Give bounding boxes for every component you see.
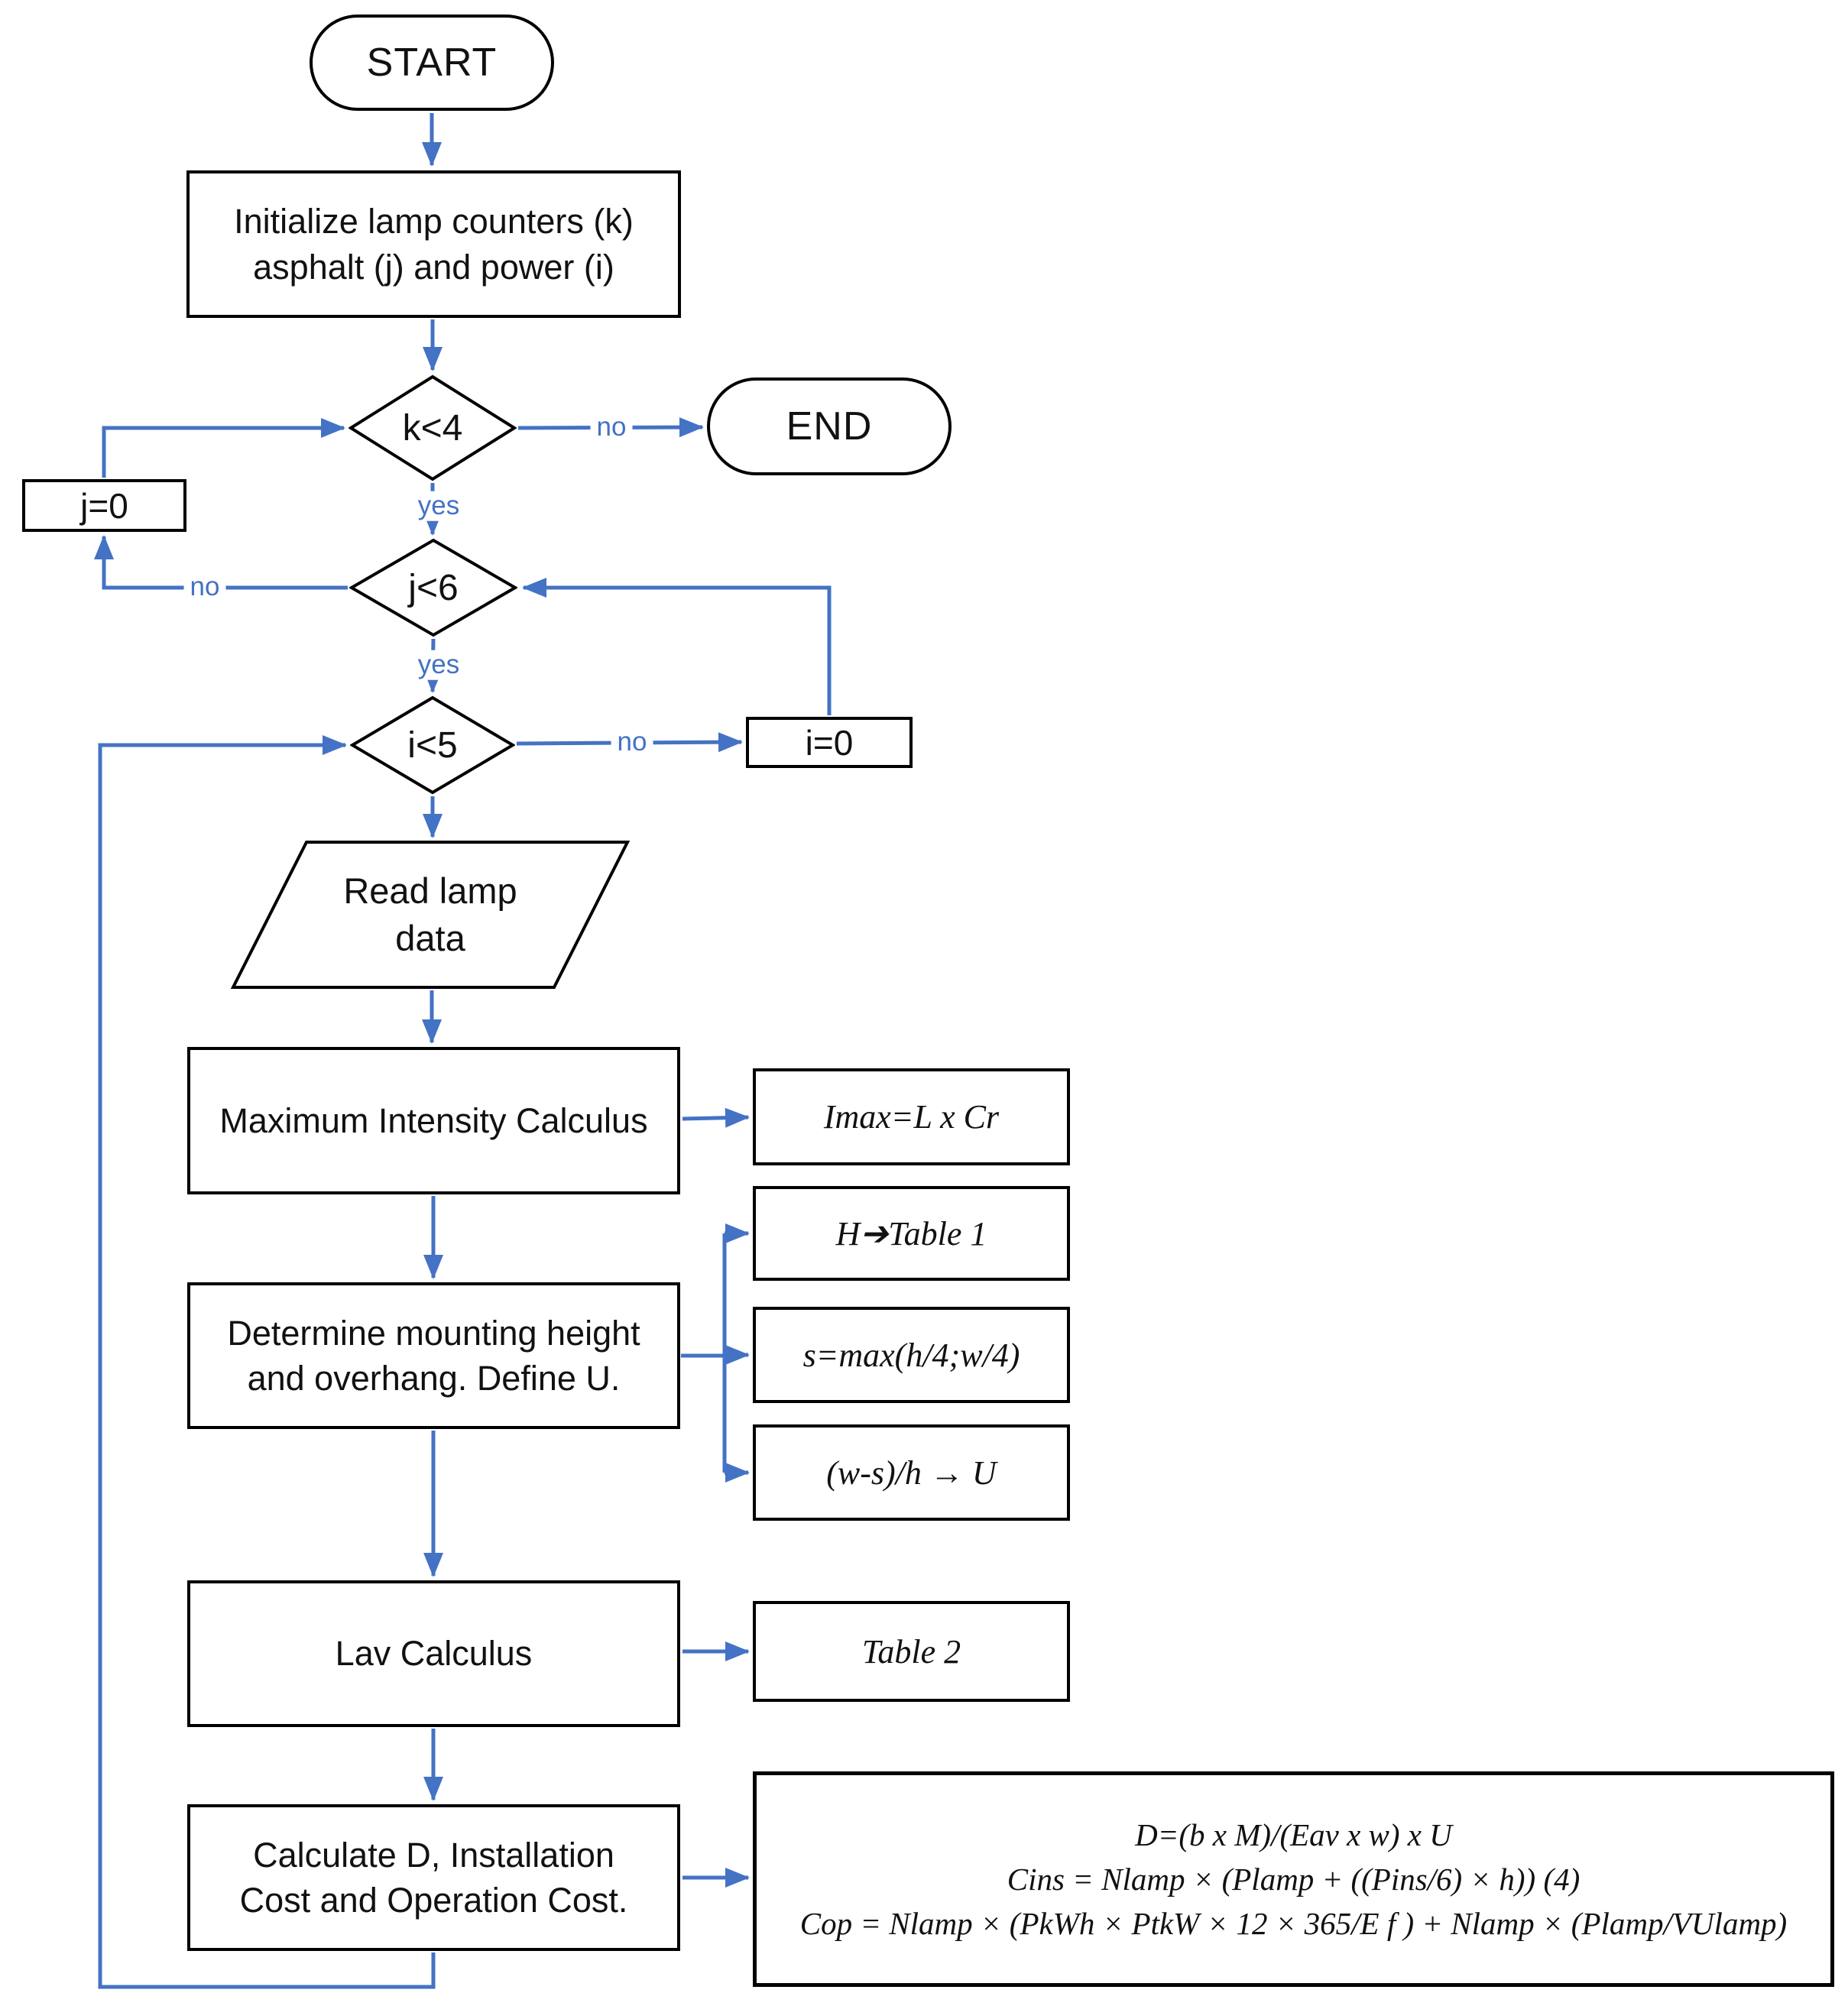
assign-j-zero: j=0	[22, 479, 186, 532]
annotation-h-table1: H➔Table 1	[753, 1186, 1070, 1281]
process-initialize-line2: asphalt (j) and power (i)	[253, 247, 614, 287]
decision-i-less-5: i<5	[350, 695, 515, 795]
process-maximum-intensity: Maximum Intensity Calculus	[187, 1047, 680, 1194]
edge-i0-j6	[522, 578, 832, 715]
decision-j-less-6-label: j<6	[408, 567, 459, 608]
io-read-lamp-line2: data	[395, 918, 465, 958]
process-initialize-counters: Initialize lamp counters (k) asphalt (j)…	[186, 170, 681, 318]
edge-label-j6-yes: yes	[411, 650, 466, 680]
annotation-ws-u-label: (w-s)/h → U	[826, 1453, 997, 1492]
edge-j0-k4	[102, 418, 345, 478]
end-label: END	[786, 404, 873, 449]
assign-i-zero-label: i=0	[805, 722, 854, 763]
annotation-smax-formula: s=max(h/4;w/4)	[753, 1307, 1070, 1403]
annotation-imax-label: Imax=L x Cr	[823, 1098, 1000, 1136]
formula-cop: Cop = Nlamp × (PkWh × PtkW × 12 × 365/E …	[799, 1906, 1788, 1942]
process-initialize-line1: Initialize lamp counters (k)	[234, 202, 634, 241]
io-read-lamp-line1: Read lamp	[343, 870, 517, 911]
decision-k-less-4-label: k<4	[402, 407, 463, 449]
process-calculate-line1: Calculate D, Installation	[253, 1835, 614, 1875]
process-lav-calculus: Lav Calculus	[187, 1580, 680, 1727]
annotation-h-table1-label: H➔Table 1	[835, 1214, 987, 1253]
annotation-table2-label: Table 2	[861, 1632, 961, 1671]
edge-label-k4-yes: yes	[411, 491, 466, 521]
edge-label-k4-no: no	[590, 412, 633, 442]
process-determine-line1: Determine mounting height	[227, 1313, 640, 1353]
assign-j-zero-label: j=0	[80, 485, 128, 526]
annotation-imax-formula: Imax=L x Cr	[753, 1068, 1070, 1165]
start-label: START	[366, 41, 498, 85]
formula-cins: Cins = Nlamp × (Plamp + ((Pins/6) × h)) …	[1007, 1861, 1581, 1897]
annotation-smax-label: s=max(h/4;w/4)	[802, 1336, 1020, 1374]
process-determine-line2: and overhang. Define U.	[247, 1359, 621, 1398]
diamond-outline	[349, 374, 517, 481]
process-determine-mounting: Determine mounting height and overhang. …	[187, 1282, 680, 1429]
edge-calc-loop-i5	[98, 735, 436, 1989]
process-calculate-line2: Cost and Operation Cost.	[239, 1881, 628, 1920]
diamond-outline	[349, 538, 517, 637]
decision-i-less-5-label: i<5	[407, 724, 458, 766]
io-read-lamp-data: Read lamp data	[231, 841, 630, 989]
edge-label-i5-no: no	[611, 727, 653, 757]
edge-max-imax	[682, 1107, 750, 1128]
decision-j-less-6: j<6	[349, 538, 517, 637]
start-terminator: START	[310, 15, 554, 111]
annotation-ws-u-formula: (w-s)/h → U	[753, 1424, 1070, 1521]
assign-i-zero: i=0	[746, 717, 913, 768]
annotation-cost-formulas: D=(b x M)/(Eav x w) x U Cins = Nlamp × (…	[753, 1771, 1834, 1987]
process-maximum-intensity-label: Maximum Intensity Calculus	[219, 1100, 648, 1140]
end-terminator: END	[707, 378, 952, 475]
edge-j6-j0-no	[94, 535, 348, 590]
decision-k-less-4: k<4	[349, 374, 517, 481]
annotation-table2: Table 2	[753, 1601, 1070, 1702]
diamond-outline	[350, 695, 515, 795]
process-calculate-costs: Calculate D, Installation Cost and Opera…	[187, 1804, 680, 1951]
parallelogram-outline	[231, 841, 630, 989]
formula-d: D=(b x M)/(Eav x w) x U	[1135, 1816, 1452, 1852]
edge-label-j6-no: no	[183, 572, 226, 602]
process-lav-calculus-label: Lav Calculus	[335, 1634, 533, 1674]
